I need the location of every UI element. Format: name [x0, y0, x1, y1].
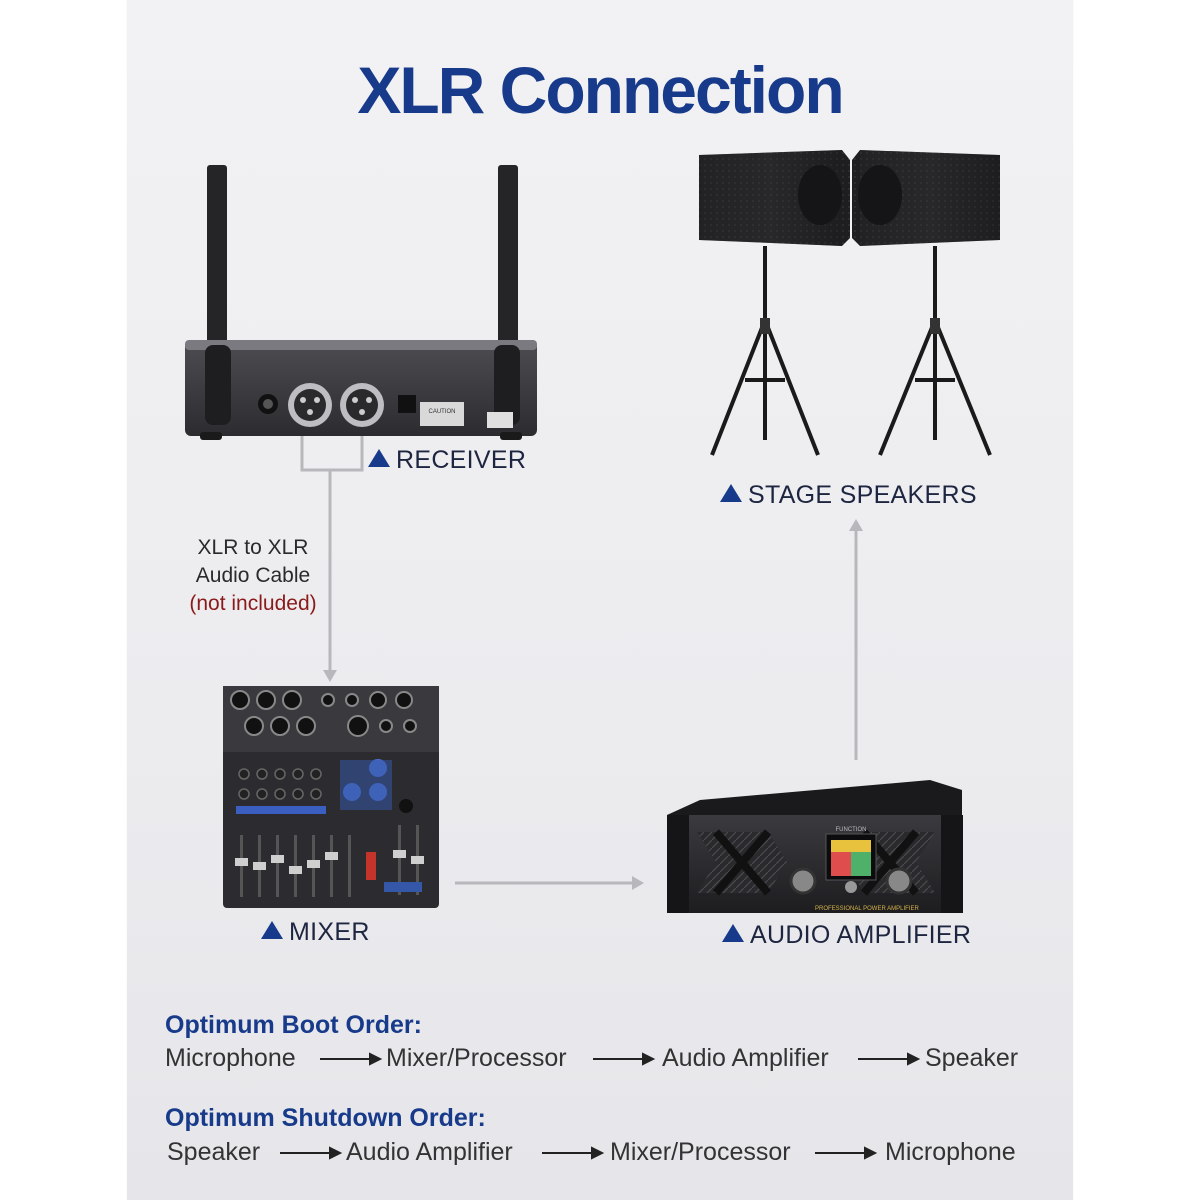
amplifier-function-text: FUNCTION: [836, 827, 867, 833]
triangle-icon: [720, 484, 742, 502]
cable-not-included: (not included): [189, 592, 317, 615]
shutdown-order-steps: Speaker Audio Amplifier Mixer/Processor …: [0, 1138, 1200, 1172]
shutdown-step: Microphone: [885, 1138, 1016, 1166]
stage-speakers-image: [699, 150, 1000, 456]
boot-step: Mixer/Processor: [386, 1044, 567, 1072]
audio-amplifier-image: FUNCTION PROFESSIONAL POWER AMPLIFIER: [667, 780, 963, 913]
mixer-image: [223, 686, 439, 908]
boot-order-steps: Microphone Mixer/Processor Audio Amplifi…: [0, 1044, 1200, 1078]
caution-text: CAUTION: [429, 409, 456, 415]
arrow-to-speakers: [849, 519, 863, 531]
receiver-label: RECEIVER: [368, 446, 526, 475]
boot-order-title: Optimum Boot Order:: [165, 1011, 422, 1039]
amplifier-brand-text: PROFESSIONAL POWER AMPLIFIER: [815, 906, 919, 912]
triangle-icon: [261, 921, 283, 939]
boot-step: Audio Amplifier: [662, 1044, 829, 1072]
cable-note: XLR to XLR Audio Cable (not included): [153, 534, 353, 618]
stage-speakers-label: STAGE SPEAKERS: [720, 481, 977, 510]
boot-order-arrows: [320, 1052, 921, 1066]
shutdown-step: Mixer/Processor: [610, 1138, 791, 1166]
triangle-icon: [722, 924, 744, 942]
shutdown-step: Speaker: [167, 1138, 261, 1166]
cable-line-2: Audio Cable: [195, 564, 311, 587]
receiver-image: CAUTION: [185, 165, 537, 440]
shutdown-step: Audio Amplifier: [346, 1138, 513, 1166]
shutdown-order-title: Optimum Shutdown Order:: [165, 1104, 486, 1132]
audio-amplifier-label: AUDIO AMPLIFIER: [722, 921, 971, 950]
mixer-label: MIXER: [261, 918, 370, 947]
arrow-to-amplifier: [632, 876, 644, 890]
page-title: XLR Connection: [357, 53, 844, 127]
shutdown-order-arrows: [280, 1146, 878, 1160]
arrow-to-mixer: [323, 670, 337, 682]
boot-step: Microphone: [165, 1044, 296, 1072]
boot-step: Speaker: [925, 1044, 1019, 1072]
receiver-cable-connector: [300, 436, 364, 675]
cable-line-1: XLR to XLR: [197, 536, 309, 559]
triangle-icon: [368, 449, 390, 467]
